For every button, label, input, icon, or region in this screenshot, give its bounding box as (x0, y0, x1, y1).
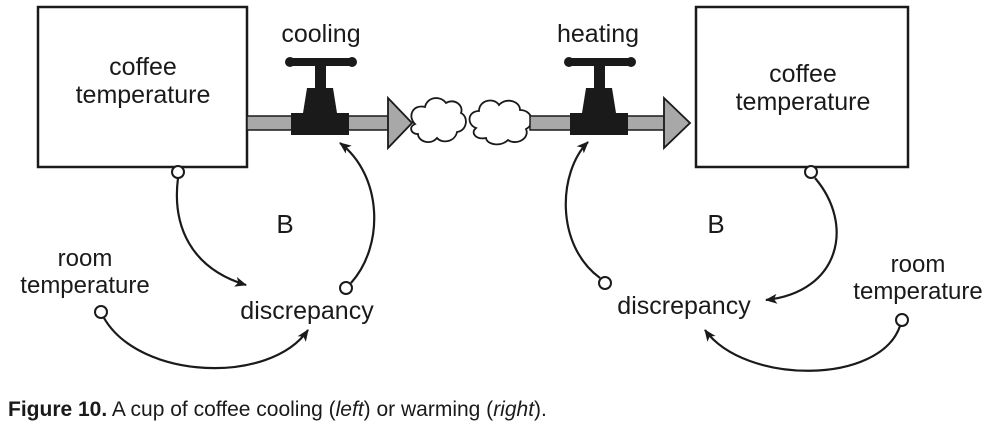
right-discrepancy-to-valve-link (564, 141, 601, 279)
left-cooling-diagram: coffee temperature cooling B room temper… (20, 5, 467, 370)
right-stock-label-line1: coffee (769, 60, 837, 88)
right-stock-to-discrepancy-link (765, 177, 838, 304)
left-stock-connector-origin (171, 165, 185, 179)
caption-text-b: ) or warming ( (363, 398, 494, 421)
left-cloud-icon (410, 97, 467, 143)
figure-number: Figure 10. (8, 398, 108, 421)
right-cloud-icon (468, 99, 533, 146)
right-stock-connector-origin (804, 165, 818, 179)
right-valve-icon (564, 57, 636, 135)
left-discrepancy-to-valve-link (339, 142, 376, 284)
left-flow-label: cooling (281, 20, 360, 48)
left-room-temperature-line1: room (58, 245, 113, 272)
right-room-to-discrepancy-link (704, 325, 902, 372)
system-dynamics-diagram: coffee temperature cooling B room temper… (20, 5, 983, 372)
figure-caption: Figure 10. A cup of coffee cooling (left… (8, 398, 547, 422)
left-discrepancy-connector-origin (339, 281, 353, 295)
caption-text-a: A cup of coffee cooling ( (107, 398, 336, 421)
left-stock-label-line1: coffee (109, 53, 177, 81)
left-stock-to-discrepancy-link (175, 177, 247, 287)
left-room-connector-origin (94, 305, 108, 319)
right-heating-diagram: heating coffee temperature B room temper… (468, 5, 983, 372)
left-stock-label-line2: temperature (76, 81, 211, 109)
right-discrepancy-label: discrepancy (617, 292, 751, 320)
right-room-temperature-line2: temperature (853, 278, 982, 305)
right-room-connector-origin (895, 313, 909, 327)
right-room-temperature-line1: room (891, 251, 946, 278)
right-loop-label: B (707, 209, 724, 239)
left-loop-label: B (276, 209, 293, 239)
right-stock-label-line2: temperature (736, 88, 871, 116)
right-stock-box (694, 5, 910, 169)
left-discrepancy-label: discrepancy (240, 297, 374, 325)
left-room-to-discrepancy-link (103, 317, 309, 370)
right-discrepancy-connector-origin (598, 276, 612, 290)
right-flow-label: heating (557, 20, 639, 48)
caption-right-word: right (493, 398, 535, 421)
caption-text-c: ). (534, 398, 547, 421)
left-stock-box (36, 5, 249, 169)
left-flow-arrowhead (387, 95, 414, 151)
caption-left-word: left (335, 398, 364, 421)
right-flow-arrowhead (663, 95, 692, 151)
left-valve-icon (285, 57, 357, 135)
left-room-temperature-line2: temperature (20, 272, 149, 299)
